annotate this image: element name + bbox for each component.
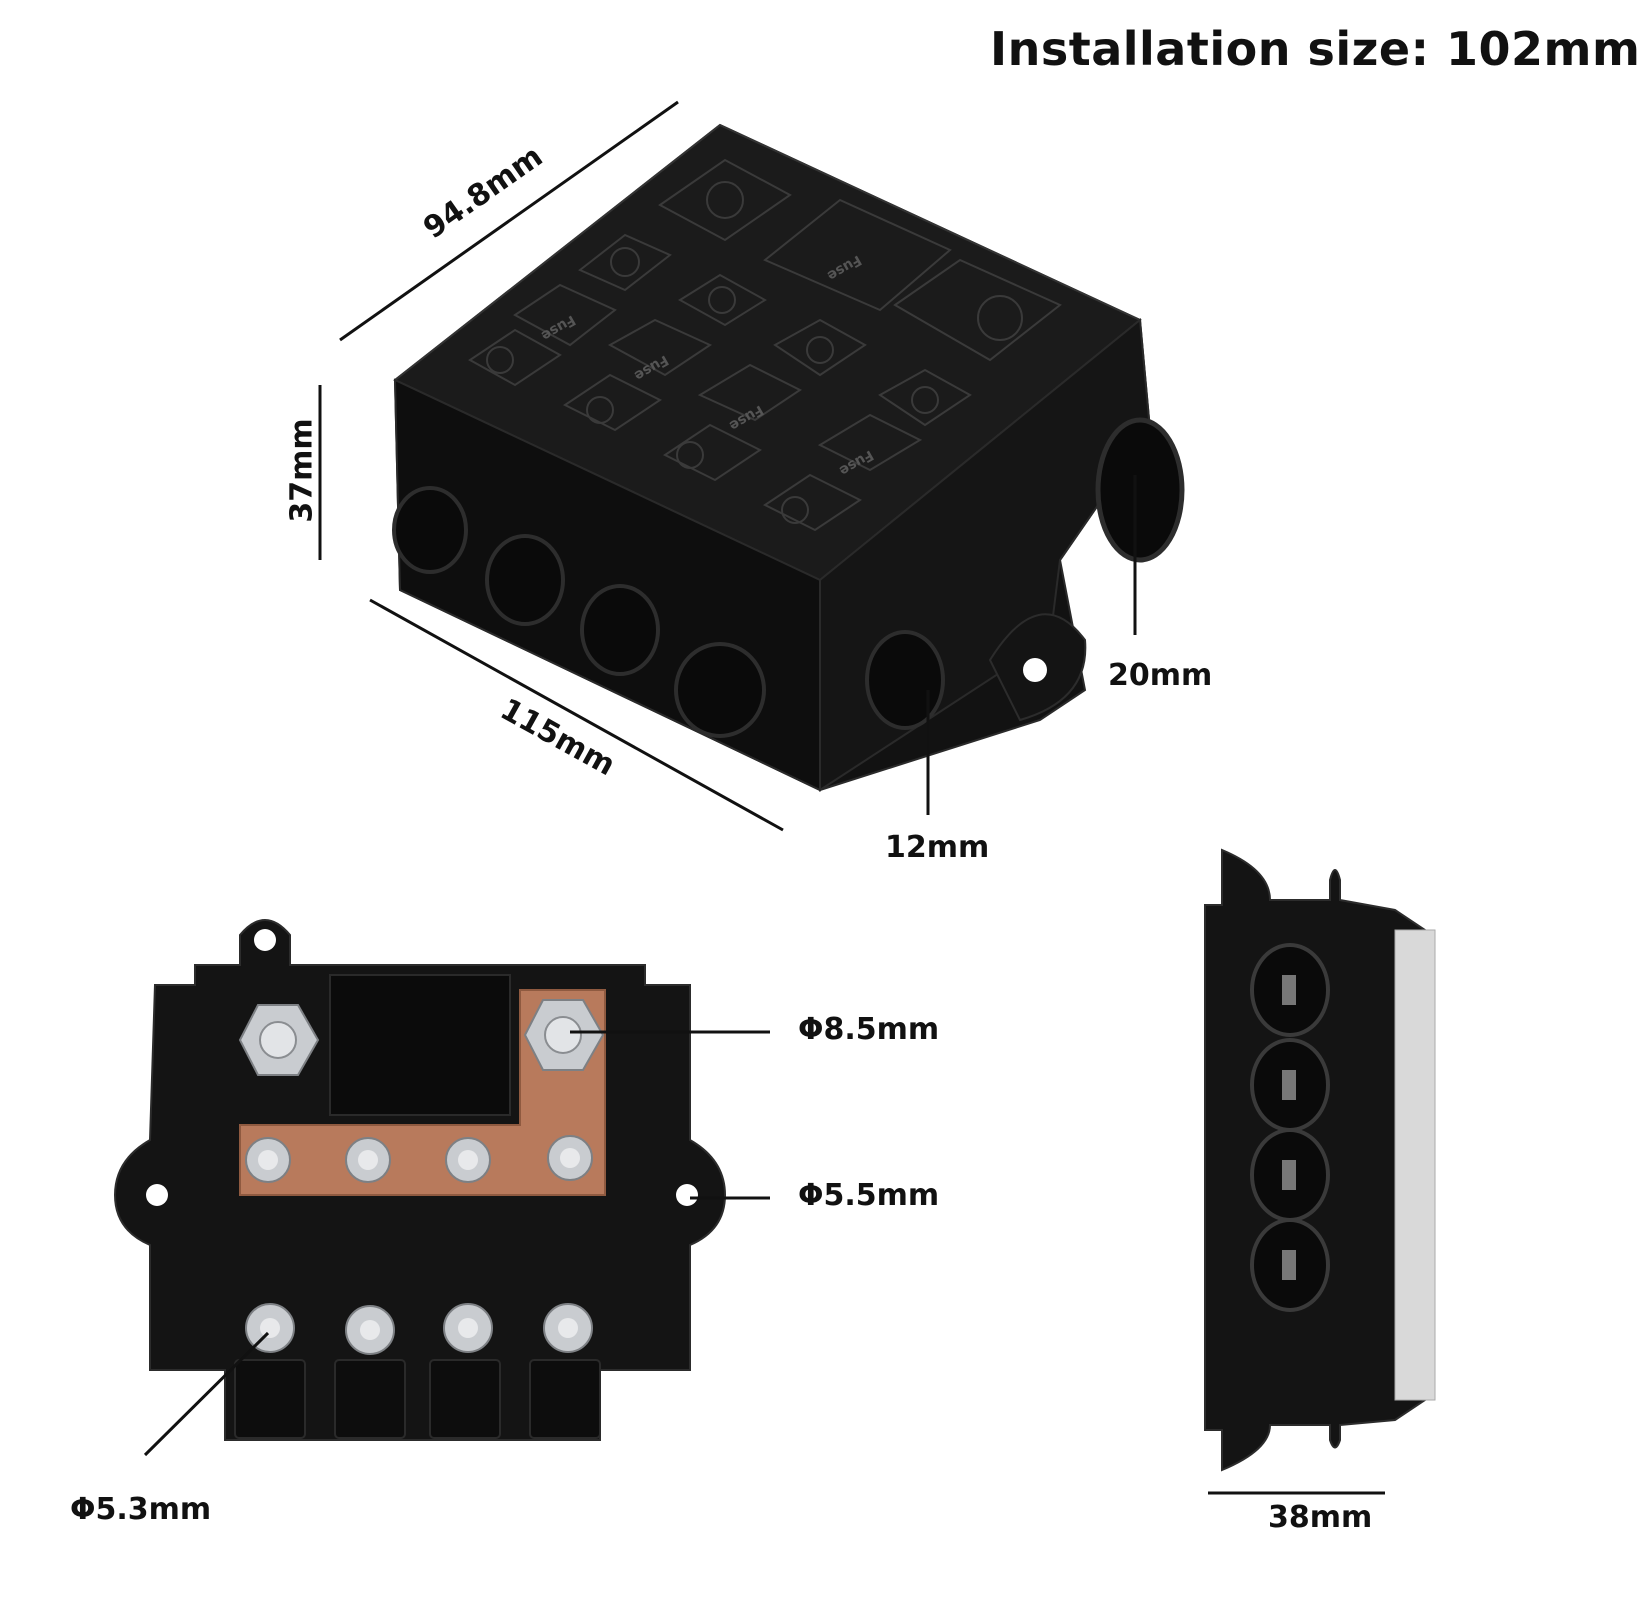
label-mount-hole: Φ5.5mm — [798, 1178, 940, 1213]
dimension-lines-base — [143, 1030, 770, 1457]
dimension-lines-top — [318, 100, 1137, 832]
dim-line-top-length — [339, 100, 679, 342]
mount-hole — [1023, 658, 1047, 682]
side-lid-edge — [1394, 929, 1436, 1401]
fuse-box-perspective: Fuse Fuse Fuse Fuse Fuse — [392, 123, 1185, 792]
label-large-port: 20mm — [1108, 658, 1213, 693]
main-fuse-cavity — [329, 974, 511, 1116]
small-cable-ports — [392, 486, 945, 738]
label-height: 37mm — [284, 418, 320, 523]
lid-circles — [486, 181, 1023, 524]
main-studs — [238, 999, 605, 1076]
label-small-stud: Φ5.3mm — [70, 1492, 212, 1527]
dim-line-small-stud — [143, 1331, 270, 1457]
dim-line-front-length — [369, 598, 784, 832]
lower-studs — [245, 1303, 593, 1355]
label-small-port: 12mm — [885, 830, 990, 865]
right-mount-hole — [676, 1184, 698, 1206]
lower-channels — [234, 1359, 601, 1439]
illustration-canvas: Fuse Fuse Fuse Fuse Fuse — [113, 100, 1436, 1495]
left-mount-hole — [146, 1184, 168, 1206]
busbar-studs — [245, 1135, 593, 1183]
large-cable-port — [1095, 417, 1185, 563]
top-ear-hole — [254, 929, 276, 951]
label-main-stud: Φ8.5mm — [798, 1012, 940, 1047]
copper-busbar — [239, 989, 606, 1196]
side-port-studs — [1282, 975, 1296, 1280]
installation-size-title: Installation size: 102mm — [990, 22, 1640, 76]
lid-emboss — [468, 158, 1062, 532]
label-side-depth: 38mm — [1268, 1500, 1373, 1535]
product-diagram: Installation size: 102mm — [70, 22, 1640, 1535]
fuse-box-side-view — [1204, 848, 1436, 1472]
fuse-box-base-view — [113, 919, 727, 1441]
